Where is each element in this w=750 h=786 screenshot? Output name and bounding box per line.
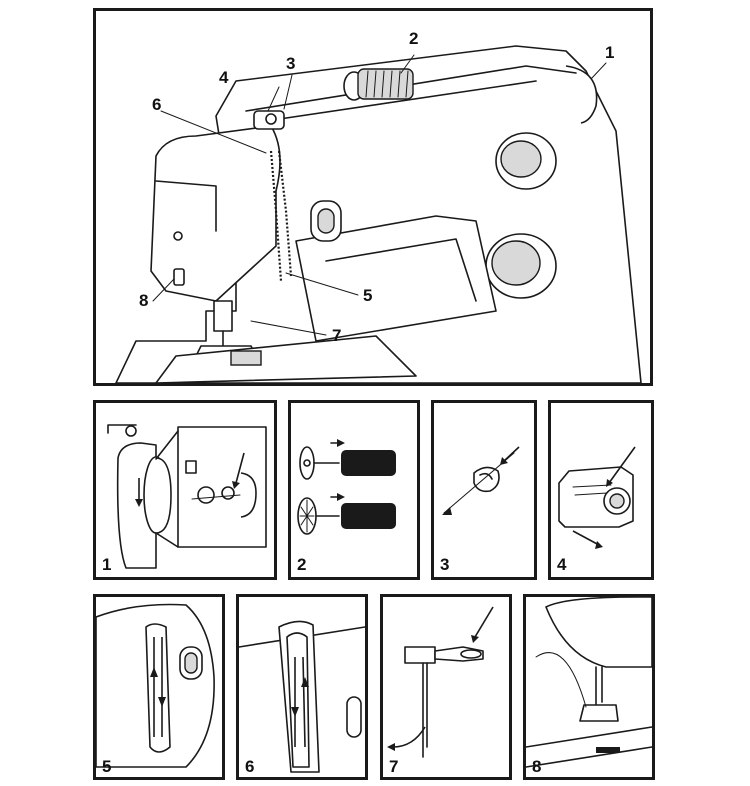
step-panel-6: 6 [236,594,368,780]
callout-8: 8 [139,291,149,310]
thread-guide-illustration [442,446,520,515]
callout-4: 4 [219,68,229,87]
sewing-machine-illustration [115,45,642,383]
step-number-7: 7 [389,757,399,776]
step-panel-7: 7 [380,594,512,780]
step-number-1: 1 [102,555,112,574]
step-panel-4: 4 [548,400,654,580]
step-panel-2: 2 [288,400,420,580]
step-panel-8: 8 [523,594,655,780]
callout-5: 5 [363,286,373,305]
bobbin-winder-illustration [107,424,267,569]
callout-6: 6 [152,95,162,114]
take-up-lever-illustration [239,620,365,773]
callout-7: 7 [332,326,342,345]
presser-foot-illustration [526,597,652,768]
step-number-3: 3 [440,555,450,574]
callout-3: 3 [286,54,296,73]
step-panel-5: 5 [93,594,225,780]
step-panel-3: 3 [431,400,537,580]
step-number-6: 6 [245,757,255,776]
needle-threading-illustration [387,606,494,758]
main-machine-panel: 1 2 3 4 5 6 7 8 [93,8,653,386]
step-number-8: 8 [532,757,542,776]
thread-channel-illustration [96,603,215,768]
spool-and-cap-illustration [297,439,396,535]
callout-1: 1 [605,43,615,62]
step-number-2: 2 [297,555,307,574]
step-panel-1: 1 [93,400,277,580]
step-number-4: 4 [557,555,567,574]
thread-tension-illustration [558,446,636,549]
callout-2: 2 [409,29,419,48]
step-number-5: 5 [102,757,112,776]
